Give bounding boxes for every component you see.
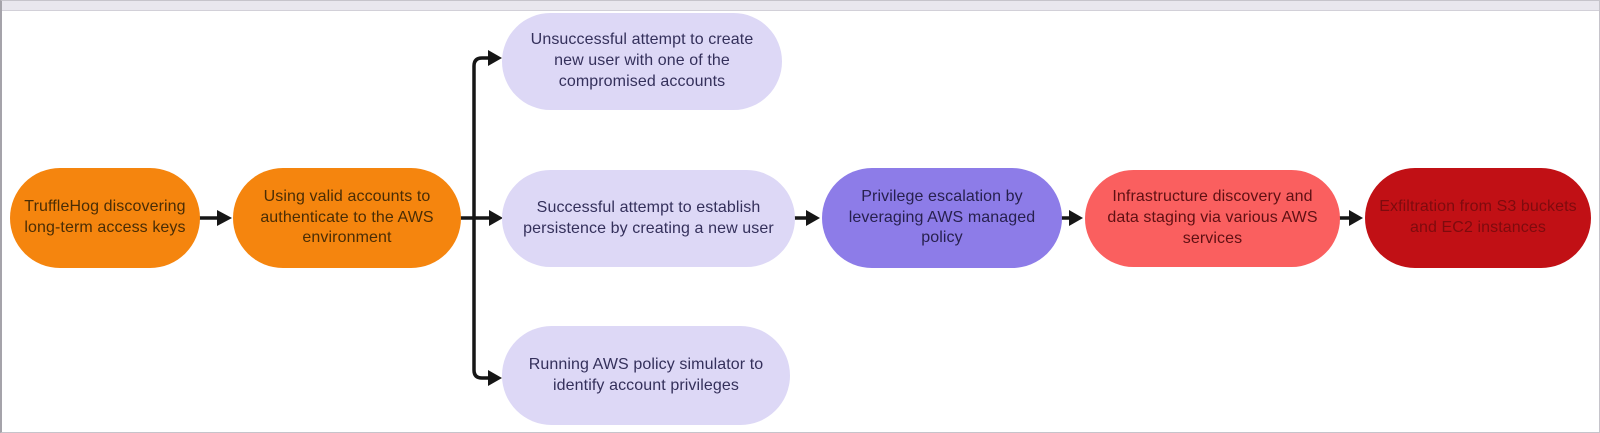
cropped-top-strip [2,1,1599,11]
node-label: Running AWS policy simulator to identify… [528,355,764,394]
node-label: Exfiltration from S3 buckets and EC2 ins… [1379,198,1577,236]
edge-infrastructure-discovery-exfiltration [1338,210,1363,226]
node-label: Unsuccessful attempt to create new user … [530,31,754,90]
edge-persistence-user-privilege-escalation [793,210,820,226]
node-label: TruffleHog discovering long-term access … [24,198,186,236]
node-label: Using valid accounts to authenticate to … [260,187,434,247]
edge-valid-accounts-persistence-user [459,210,503,226]
node-infrastructure-discovery: Infrastructure discovery and data stagin… [1085,170,1340,267]
node-policy-simulator: Running AWS policy simulator to identify… [502,326,790,425]
node-privilege-escalation: Privilege escalation by leveraging AWS m… [822,168,1062,268]
edge-privilege-escalation-infrastructure-discovery [1058,210,1083,226]
edge-valid-accounts-policy-simulator [472,216,502,386]
node-label: Privilege escalation by leveraging AWS m… [848,187,1036,247]
edge-trufflehog-valid-accounts [198,210,232,226]
edge-valid-accounts-unsuccessful-user [472,50,502,220]
node-trufflehog: TruffleHog discovering long-term access … [10,168,200,268]
node-persistence-user: Successful attempt to establish persiste… [502,170,795,267]
node-label: Infrastructure discovery and data stagin… [1107,188,1318,247]
node-unsuccessful-user: Unsuccessful attempt to create new user … [502,13,782,110]
node-label: Successful attempt to establish persiste… [523,198,774,237]
node-exfiltration: Exfiltration from S3 buckets and EC2 ins… [1365,168,1591,268]
node-valid-accounts: Using valid accounts to authenticate to … [233,168,461,268]
